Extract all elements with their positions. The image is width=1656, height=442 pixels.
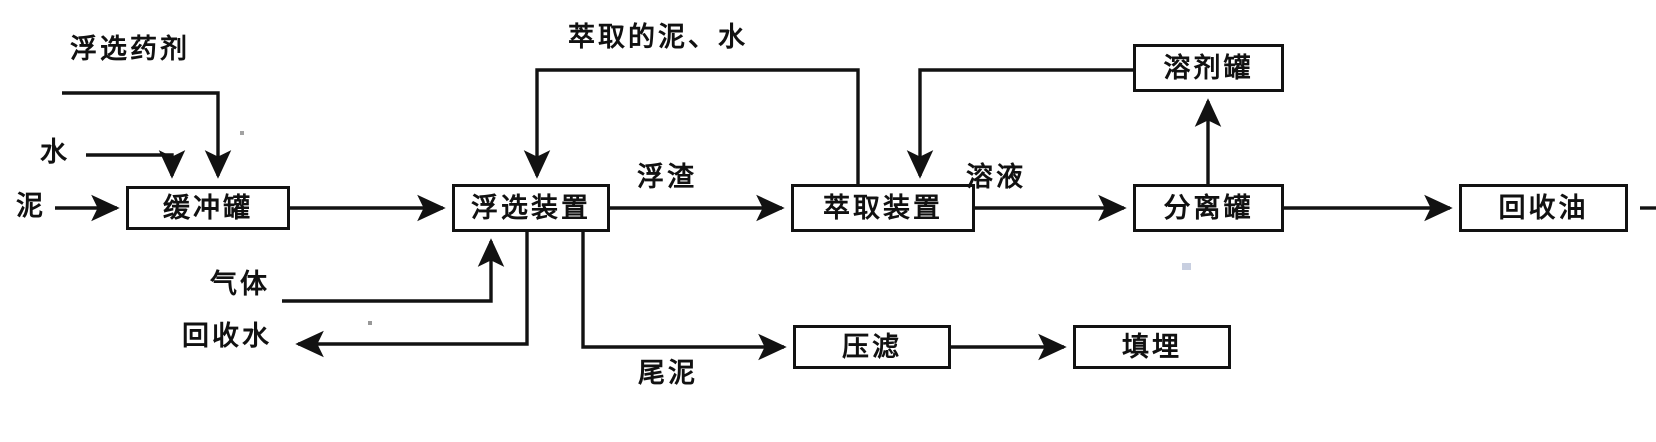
- edge-label-extracted-mud-water: 萃取的泥、水: [568, 22, 748, 53]
- node-separator-tank[interactable]: 分离罐: [1133, 184, 1284, 232]
- input-label-flotation-reagent: 浮选药剂: [70, 34, 190, 65]
- connector-extraction-to-flotation: [523, 68, 860, 184]
- output-label-recovered-water: 回收水: [182, 321, 272, 352]
- node-solvent-tank[interactable]: 溶剂罐: [1133, 44, 1284, 92]
- scan-speck: [368, 321, 372, 325]
- node-filter-press[interactable]: 压滤: [793, 325, 951, 369]
- input-label-water: 水: [40, 137, 70, 168]
- scan-speck: [1182, 263, 1191, 270]
- input-label-sludge: 泥: [16, 191, 46, 222]
- node-filter-press-label: 压滤: [842, 331, 902, 363]
- edge-label-tailing-sludge: 尾泥: [638, 358, 698, 389]
- edge-label-solution: 溶液: [966, 162, 1026, 193]
- connector-reagent-to-buffer: [62, 91, 232, 179]
- connector-flotation-to-filter-press: [581, 232, 787, 361]
- node-buffer-tank-label: 缓冲罐: [163, 192, 253, 224]
- node-recovered-oil-label: 回收油: [1498, 192, 1589, 224]
- node-landfill-label: 填埋: [1122, 331, 1182, 363]
- node-extraction-unit-label: 萃取装置: [823, 192, 943, 224]
- connector-gas-to-flotation: [282, 238, 505, 303]
- connector-flotation-to-recovered-water: [295, 232, 529, 358]
- connector-solvent-to-extraction: [906, 68, 1133, 179]
- node-recovered-oil[interactable]: 回收油: [1459, 184, 1628, 232]
- input-label-gas: 气体: [210, 269, 270, 300]
- node-extraction-unit[interactable]: 萃取装置: [791, 184, 975, 232]
- scan-speck: [240, 131, 244, 135]
- node-buffer-tank[interactable]: 缓冲罐: [126, 186, 290, 230]
- node-flotation-unit[interactable]: 浮选装置: [452, 184, 610, 232]
- edge-label-froth-scum: 浮渣: [637, 162, 697, 193]
- node-landfill[interactable]: 填埋: [1073, 325, 1231, 369]
- node-flotation-unit-label: 浮选装置: [471, 192, 591, 224]
- node-separator-tank-label: 分离罐: [1163, 192, 1254, 224]
- node-solvent-tank-label: 溶剂罐: [1163, 52, 1254, 84]
- connector-water-to-buffer: [86, 150, 186, 179]
